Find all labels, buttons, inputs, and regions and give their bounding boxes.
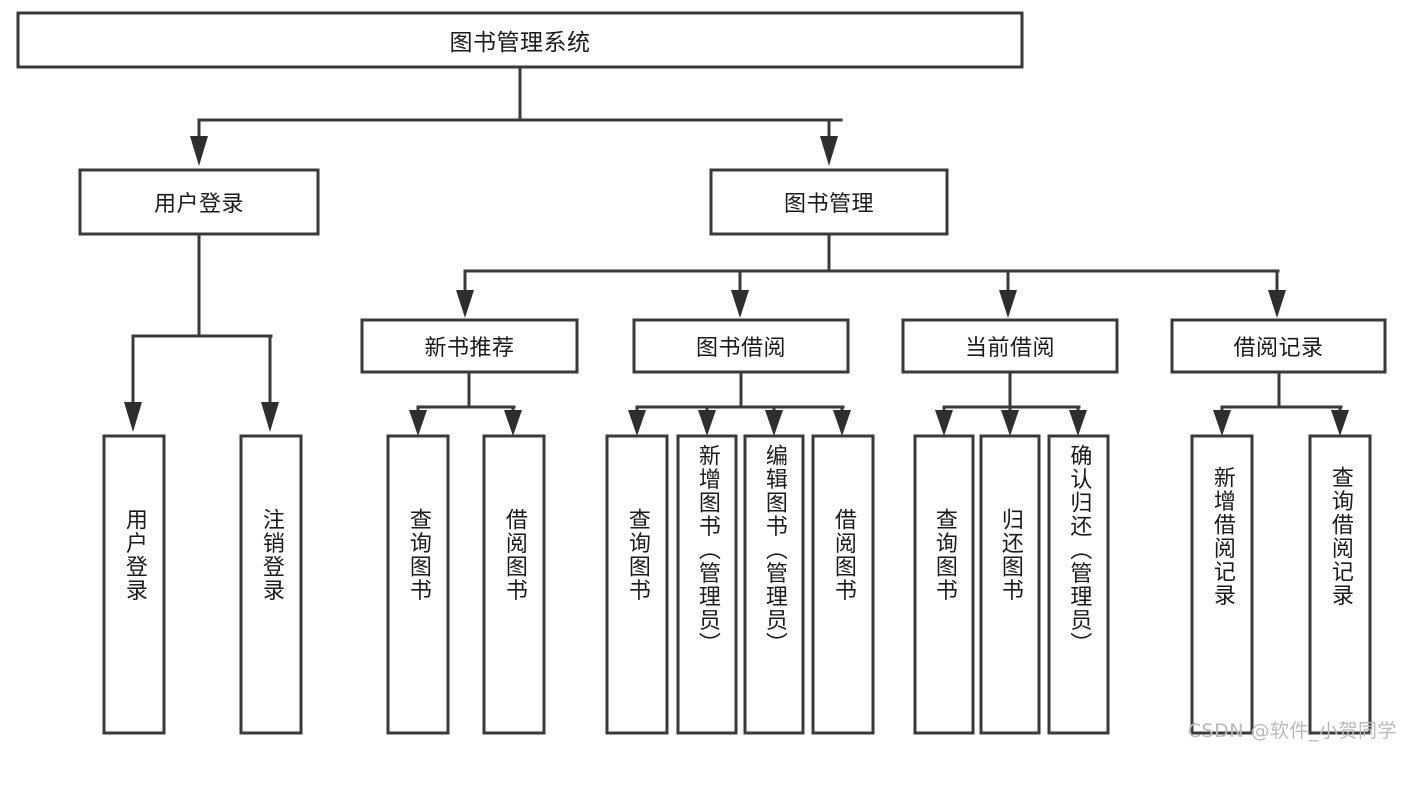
leaf-box-bb-query-book[interactable] (605, 434, 669, 735)
node-root-system[interactable] (16, 11, 1024, 69)
diagram-canvas: 图书管理系统 用户登录 图书管理 新书推荐 图书借阅 当前借阅 借阅记录 用户登… (16, 11, 1396, 742)
arrow-head-cb-leaf-1 (935, 410, 953, 436)
leaf-box-nbr-query-book[interactable] (386, 434, 450, 735)
hierarchy-flowchart (16, 11, 1387, 735)
leaf-box-br-query-record[interactable] (1308, 434, 1372, 735)
leaf-box-bb-borrow-book[interactable] (811, 434, 875, 735)
arrow-head-book-manage (820, 136, 838, 166)
arrow-head-user-login (190, 136, 208, 166)
arrow-head-new-book-recommend (456, 290, 474, 318)
arrow-head-cb-leaf-3 (1069, 410, 1087, 436)
leaf-box-user-login[interactable] (102, 434, 166, 735)
node-book-manage[interactable] (709, 168, 949, 236)
arrow-head-br-leaf-1 (1213, 410, 1231, 436)
arrow-head-bb-leaf-2 (698, 410, 716, 436)
arrow-head-leaf-user-login (124, 402, 142, 432)
leaf-box-cb-confirm-return[interactable] (1047, 434, 1110, 735)
arrow-head-bb-leaf-3 (765, 410, 783, 436)
arrow-head-bb-leaf-1 (628, 410, 646, 436)
node-user-login[interactable] (78, 168, 320, 236)
leaf-box-bb-edit-book[interactable] (743, 434, 805, 735)
arrow-head-book-borrow (731, 290, 749, 318)
arrow-head-br-leaf-2 (1331, 410, 1349, 436)
node-borrow-record[interactable] (1170, 318, 1387, 374)
leaf-box-nbr-borrow-book[interactable] (482, 434, 546, 735)
leaf-box-cb-query-book[interactable] (913, 434, 975, 735)
arrow-head-leaf-logout (261, 402, 279, 432)
arrow-head-cb-leaf-2 (1001, 410, 1019, 436)
arrow-head-current-borrow (999, 290, 1017, 318)
arrow-head-borrow-record (1268, 290, 1286, 318)
arrow-head-nbr-leaf-1 (409, 410, 427, 436)
leaf-box-bb-add-book[interactable] (676, 434, 738, 735)
node-new-book-recommend[interactable] (360, 318, 579, 374)
node-current-borrow[interactable] (901, 318, 1119, 374)
node-book-borrow[interactable] (632, 318, 850, 374)
arrow-head-bb-leaf-4 (833, 410, 851, 436)
leaf-box-cb-return-book[interactable] (979, 434, 1041, 735)
leaf-box-logout[interactable] (239, 434, 303, 735)
arrow-head-nbr-leaf-2 (504, 410, 522, 436)
leaf-box-br-add-record[interactable] (1190, 434, 1254, 735)
